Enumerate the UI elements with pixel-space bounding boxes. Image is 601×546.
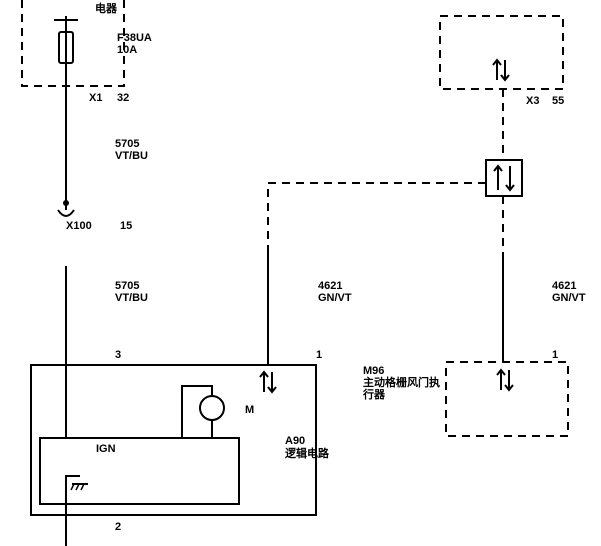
m96-module [445,361,569,437]
a90-pin-signal: 1 [316,349,322,361]
connector-x100-icon [57,200,75,217]
fuse-box [21,0,125,87]
wire-gnvt-left-color: GN/VT [318,292,352,304]
bidirectional-arrow-icon [492,58,510,82]
wire-gnvt-left-circuit: 4621 [318,280,342,292]
a90-module [30,364,317,516]
wire-upper-circuit: 5705 [115,138,139,150]
logic-block [39,437,240,505]
a90-name: 逻辑电路 [285,446,330,460]
wire-gnvt-right-circuit: 4621 [552,280,576,292]
bidirectional-arrow-icon [496,368,514,392]
m96-name-line2: 行器 [362,387,386,401]
a90-pin-ign: 3 [115,349,121,361]
fuse-rating: 10A [117,44,137,56]
x3-module [439,15,564,90]
a90-pin-ground: 2 [115,521,121,533]
bidirectional-arrow-icon [259,370,277,394]
m96-id: M96 [363,365,384,377]
a90-id: A90 [285,435,305,447]
wire-lower-color: VT/BU [115,292,148,304]
fuse-box-name: 电器 [95,1,118,15]
m96-name-line1: 主动格栅风门执 [363,375,440,389]
wire-gnvt-right-color: GN/VT [552,292,586,304]
connector-x1-pin: 32 [117,92,129,104]
fuse-id: F38UA [117,32,152,44]
ign-label: IGN [96,443,116,455]
connector-x1: X1 [89,92,102,104]
connector-x100: X100 [66,220,92,232]
connector-x100-pin: 15 [120,220,132,232]
wire-lower-circuit: 5705 [115,280,139,292]
connector-x3-pin: 55 [552,95,564,107]
m96-pin: 1 [552,349,558,361]
connector-x3: X3 [526,95,539,107]
motor-label: M [245,404,254,416]
gateway-box [485,159,523,197]
bidirectional-arrow-icon [493,164,515,192]
ground-icon [65,475,88,546]
motor-icon [181,385,225,438]
wire-upper-color: VT/BU [115,150,148,162]
